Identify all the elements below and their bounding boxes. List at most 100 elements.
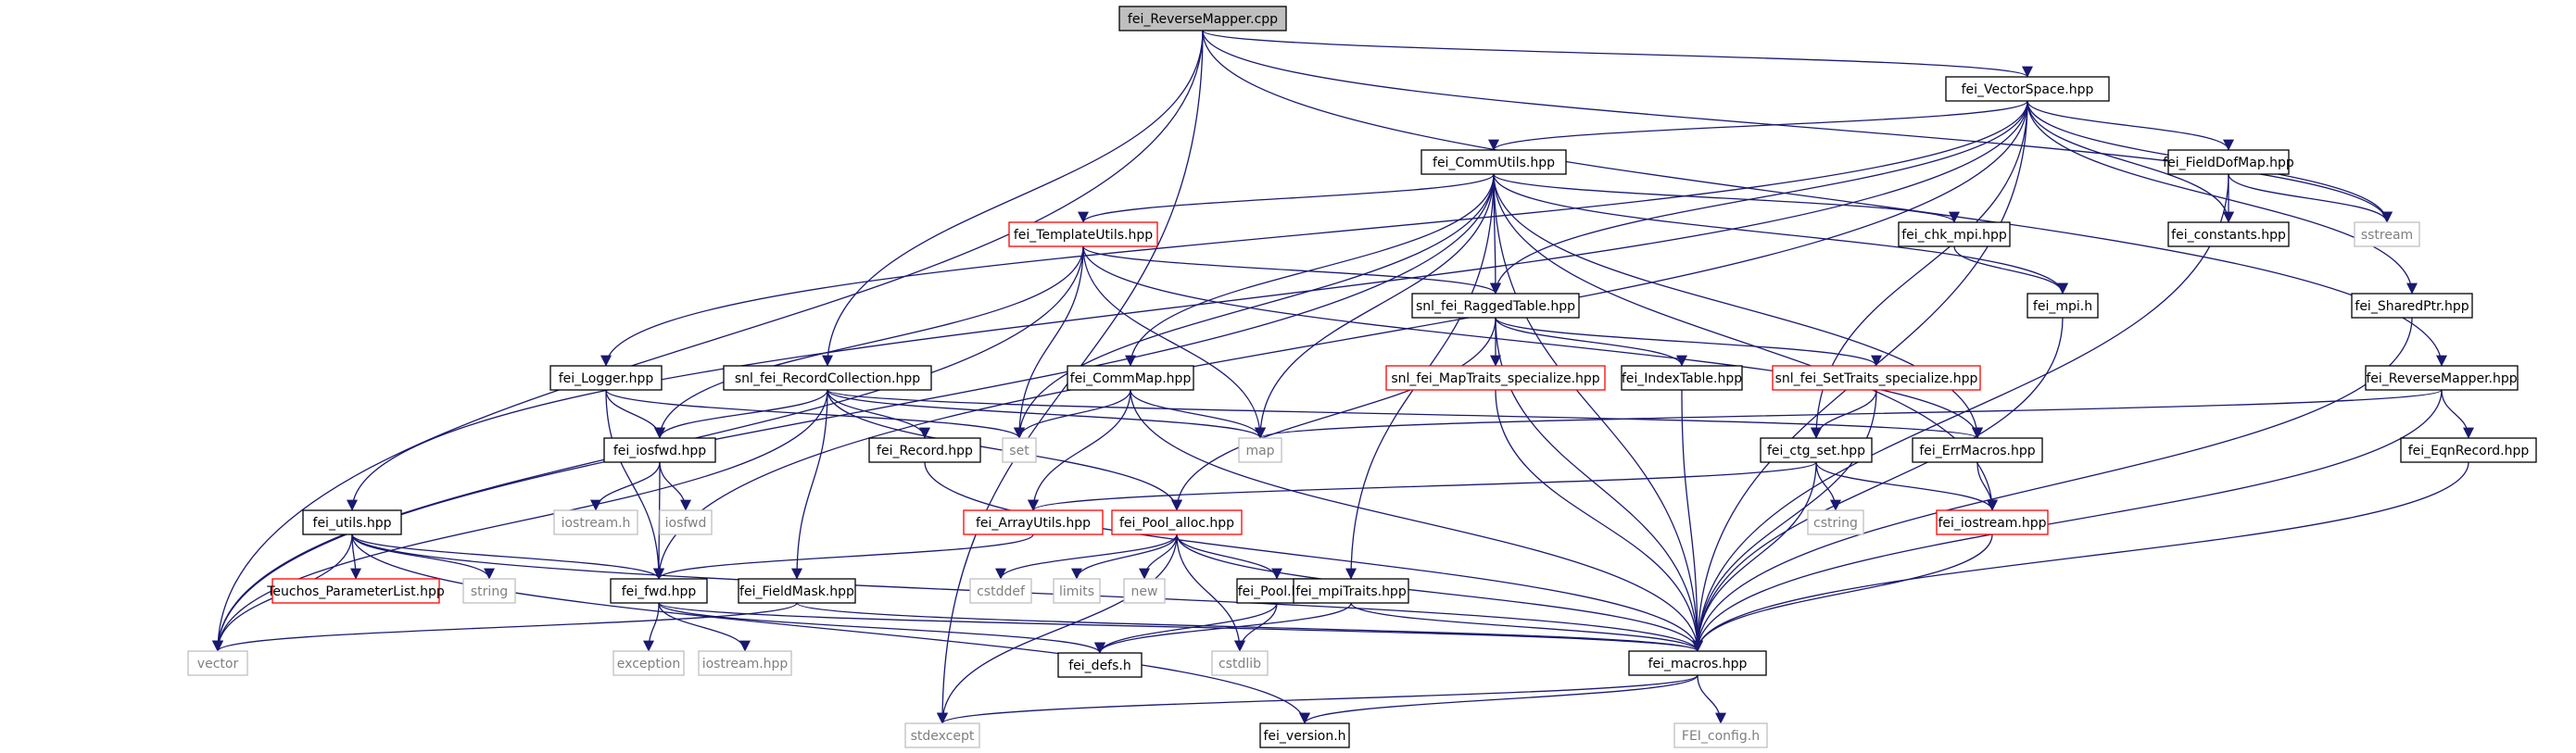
graph-node: limits	[1053, 578, 1101, 604]
node-label: snl_fei_RaggedTable.hpp	[1416, 299, 1575, 314]
include-edge	[2441, 389, 2474, 439]
include-edge	[1953, 245, 2068, 295]
node-box	[659, 509, 713, 535]
include-edge	[1493, 173, 1960, 223]
graph-node[interactable]: fei_chk_mpi.hpp	[1898, 221, 2011, 247]
graph-node[interactable]: fei_VectorSpace.hpp	[1945, 76, 2110, 102]
include-edge	[590, 461, 661, 511]
include-edge	[1493, 173, 1703, 652]
include-edge	[827, 389, 1266, 439]
include-edge	[1495, 389, 1703, 652]
graph-node[interactable]: fei_ErrMacros.hpp	[1912, 437, 2043, 463]
node-label: fei_fwd.hpp	[622, 584, 697, 599]
graph-node[interactable]: snl_fei_SetTraits_specialize.hpp	[1772, 365, 1981, 391]
node-label: cstdlib	[1219, 657, 1261, 671]
graph-node: new	[1123, 578, 1166, 604]
graph-node[interactable]: fei_SharedPtr.hpp	[2351, 293, 2473, 319]
graph-node[interactable]: fei_Logger.hpp	[549, 365, 663, 391]
graph-node[interactable]: fei_constants.hpp	[2167, 221, 2290, 247]
node-label: iostream.hpp	[702, 657, 789, 671]
node-label: fei_FieldMask.hpp	[739, 584, 854, 599]
include-edge	[605, 389, 1025, 439]
include-edge	[1692, 461, 2469, 652]
node-label: set	[1009, 444, 1029, 458]
node-box	[187, 650, 248, 676]
include-edge	[822, 30, 1204, 367]
include-edge	[1094, 602, 1278, 654]
include-edge	[212, 30, 1204, 652]
node-label: exception	[617, 657, 680, 671]
node-label: fei_iostream.hpp	[1938, 516, 2046, 531]
graph-node[interactable]: fei_defs.h	[1057, 652, 1143, 678]
include-edge	[2027, 100, 2418, 295]
node-label: fei_EqnRecord.hpp	[2408, 444, 2530, 458]
graph-node[interactable]: fei_ArrayUtils.hpp	[963, 509, 1104, 535]
include-edge	[654, 389, 828, 439]
graph-node: iostream.h	[553, 509, 638, 535]
node-box	[1238, 437, 1282, 463]
node-label: fei_ReverseMapper.cpp	[1128, 12, 1278, 27]
include-edge	[1493, 173, 2068, 295]
node-box	[1628, 650, 1767, 676]
graph-node[interactable]: fei_mpiTraits.hpp	[1293, 578, 1409, 604]
node-box	[1621, 365, 1743, 391]
graph-node[interactable]: snl_fei_RecordCollection.hpp	[723, 365, 932, 391]
graph-node[interactable]: fei_EqnRecord.hpp	[2400, 437, 2537, 463]
graph-node[interactable]: fei_CommUtils.hpp	[1421, 149, 1567, 175]
include-edge	[1130, 389, 1266, 439]
graph-node[interactable]: fei_macros.hpp	[1628, 650, 1767, 676]
graph-node[interactable]: fei_FieldMask.hpp	[738, 578, 856, 604]
graph-node[interactable]: fei_utils.hpp	[302, 509, 402, 535]
node-box	[549, 365, 663, 391]
graph-node[interactable]: fei_version.h	[1259, 722, 1350, 748]
include-edge	[1176, 533, 1703, 652]
nodes-layer: fei_ReverseMapper.cpp fei_VectorSpace.hpp…	[187, 6, 2537, 748]
graph-node[interactable]: fei_Pool_alloc.hpp	[1111, 509, 1243, 535]
graph-node[interactable]: fei_ReverseMapper.hpp	[2365, 365, 2519, 391]
node-label: snl_fei_MapTraits_specialize.hpp	[1391, 371, 1599, 386]
graph-node[interactable]: fei_fwd.hpp	[610, 578, 708, 604]
include-edge	[1495, 317, 1882, 367]
node-label: fei_iosfwd.hpp	[613, 444, 706, 458]
node-box	[1118, 6, 1287, 31]
graph-node: stdexcept	[904, 722, 980, 748]
include-edge	[995, 533, 1178, 580]
graph-node: cstdlib	[1211, 650, 1269, 676]
graph-node[interactable]: fei_iostream.hpp	[1936, 509, 2049, 535]
graph-node[interactable]: fei_ctg_set.hpp	[1760, 437, 1873, 463]
include-edge	[827, 389, 1983, 439]
node-box	[2354, 221, 2420, 247]
graph-node[interactable]: fei_Record.hpp	[868, 437, 981, 463]
include-edge	[1082, 245, 1983, 439]
include-edge	[1014, 245, 1084, 439]
node-box	[868, 437, 981, 463]
node-label: cstddef	[977, 584, 1026, 599]
include-edge	[796, 602, 1703, 652]
node-box	[2400, 437, 2537, 463]
include-edge	[2027, 100, 2234, 151]
node-box	[603, 437, 716, 463]
node-label: fei_version.h	[1263, 729, 1345, 744]
graph-node[interactable]: snl_fei_MapTraits_specialize.hpp	[1385, 365, 1606, 391]
include-edge	[2027, 100, 2234, 223]
graph-node[interactable]: fei_CommMap.hpp	[1067, 365, 1194, 391]
include-edge	[1014, 173, 1495, 439]
include-edge	[347, 100, 2028, 511]
node-box	[1772, 365, 1981, 391]
node-label: fei_VectorSpace.hpp	[1962, 82, 2094, 97]
graph-node[interactable]: fei_FieldDofMap.hpp	[2163, 149, 2294, 175]
node-label: fei_CommMap.hpp	[1070, 371, 1192, 386]
node-label: fei_FieldDofMap.hpp	[2163, 156, 2294, 170]
include-edge	[1125, 173, 1495, 367]
graph-node: exception	[612, 650, 685, 676]
graph-node[interactable]: Teuchos_ParameterList.hpp	[266, 578, 445, 604]
graph-node[interactable]: fei_mpi.h	[2027, 293, 2099, 319]
graph-node[interactable]: fei_IndexTable.hpp	[1621, 365, 1743, 391]
graph-node[interactable]: fei_TemplateUtils.hpp	[1008, 221, 1158, 247]
graph-node[interactable]: fei_ReverseMapper.cpp	[1118, 6, 1287, 31]
node-label: fei_ReverseMapper.hpp	[2366, 371, 2517, 386]
graph-node[interactable]: snl_fei_RaggedTable.hpp	[1411, 293, 1580, 319]
graph-node[interactable]: fei_iosfwd.hpp	[603, 437, 716, 463]
node-label: snl_fei_SetTraits_specialize.hpp	[1775, 371, 1978, 386]
